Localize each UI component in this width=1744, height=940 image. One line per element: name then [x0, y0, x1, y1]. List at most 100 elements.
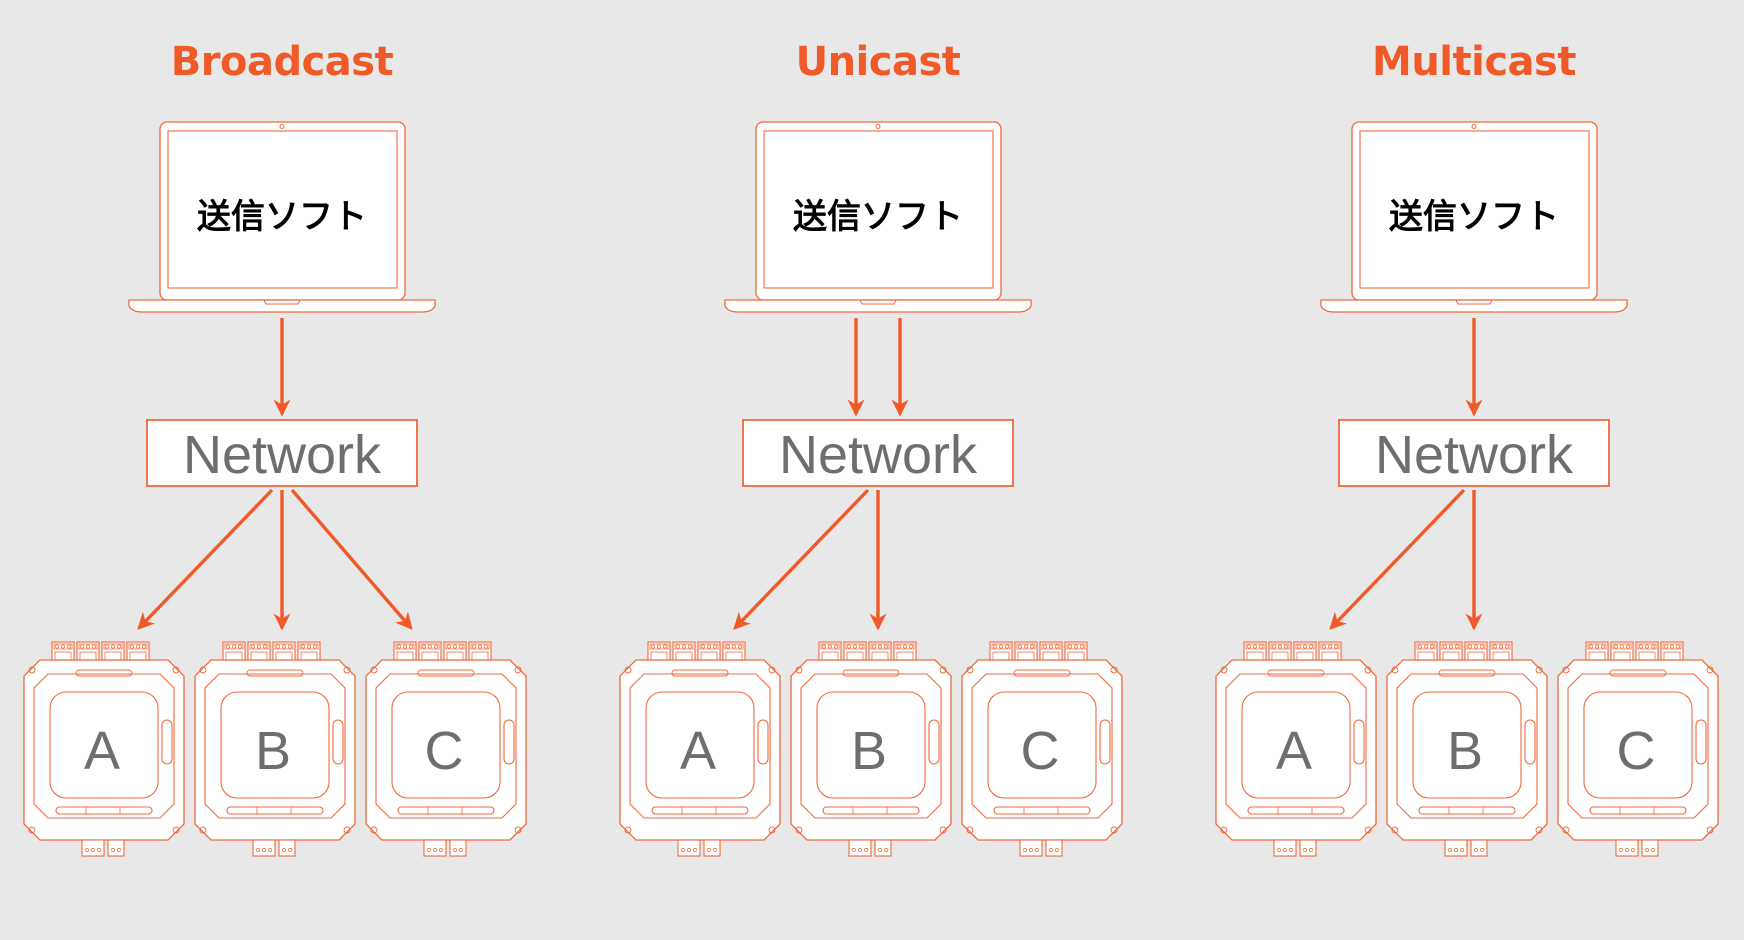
terminal-screw: [1272, 644, 1276, 649]
connector-pin: [693, 848, 697, 852]
connector-pin: [453, 848, 457, 852]
arrow-icon: [1329, 488, 1466, 630]
mounting-hole: [1220, 666, 1228, 674]
terminal-screw: [263, 644, 267, 649]
device-label-c: C: [1617, 721, 1656, 781]
connector-pin: [1283, 848, 1287, 852]
connector-pin: [1619, 848, 1623, 852]
terminal-screw: [713, 644, 717, 649]
connector-pin: [852, 848, 856, 852]
mounting-hole: [1706, 826, 1714, 834]
device-label-b: B: [255, 721, 291, 781]
device-side-button: [757, 719, 769, 765]
connector-pin: [884, 848, 888, 852]
terminal-screw: [834, 644, 838, 649]
terminal-screw: [1474, 644, 1478, 649]
connector-pin: [1049, 848, 1053, 852]
network-box: [1338, 419, 1610, 487]
device-bezel: [800, 673, 942, 819]
mounting-hole: [514, 826, 522, 834]
terminal-screw: [1499, 644, 1503, 649]
mounting-hole: [1562, 666, 1570, 674]
device-bezel: [971, 673, 1113, 819]
device-display: [1241, 691, 1351, 799]
device-led-strip: [651, 806, 749, 815]
terminal-screws: [674, 643, 694, 650]
terminal-screw: [282, 644, 286, 649]
terminal-screw: [61, 644, 65, 649]
mounting-hole: [966, 826, 974, 834]
controller-device-icon: C: [365, 641, 527, 857]
laptop-screen: [167, 130, 398, 289]
terminal-screw: [663, 644, 667, 649]
terminal-screw: [897, 644, 901, 649]
mounting-hole: [1391, 666, 1399, 674]
terminal-screw: [726, 644, 730, 649]
terminal-screw: [422, 644, 426, 649]
terminal-screws: [699, 643, 719, 650]
mounting-hole: [1220, 826, 1228, 834]
panel-title: Unicast: [796, 39, 961, 85]
terminal-screws: [224, 643, 244, 650]
terminal-screw: [1645, 644, 1649, 649]
device-led-strip: [55, 806, 153, 815]
connector-pin: [681, 848, 685, 852]
connector-pin: [864, 848, 868, 852]
terminal-screw: [1449, 644, 1453, 649]
terminal-screw: [1430, 644, 1434, 649]
connector-pin: [1029, 848, 1033, 852]
terminal-screw: [80, 644, 84, 649]
bottom-connector: [449, 839, 467, 857]
mounting-hole: [795, 826, 803, 834]
terminal-screws: [870, 643, 890, 650]
laptop-base: [128, 299, 436, 313]
connector-pin: [1460, 848, 1464, 852]
terminal-screw: [472, 644, 476, 649]
terminal-screw: [1303, 644, 1307, 649]
bottom-connector: [423, 839, 447, 857]
terminal-screw: [55, 644, 59, 649]
mounting-hole: [768, 666, 776, 674]
terminal-screw: [478, 644, 482, 649]
mounting-hole: [343, 826, 351, 834]
device-display: [987, 691, 1097, 799]
laptop-screen: [763, 130, 994, 289]
terminal-screw: [1005, 644, 1009, 649]
terminal-screw: [682, 644, 686, 649]
terminal-screws: [395, 643, 415, 650]
connector-pin: [1289, 848, 1293, 852]
device-display: [220, 691, 330, 799]
terminal-screws: [445, 643, 465, 650]
mounting-hole: [1364, 666, 1372, 674]
terminal-screw: [701, 644, 705, 649]
connector-pin: [256, 848, 260, 852]
terminal-screw: [1309, 644, 1313, 649]
device-label-a: A: [84, 721, 120, 781]
connector-pin: [439, 848, 443, 852]
terminal-screw: [453, 644, 457, 649]
device-led-strip: [993, 806, 1091, 815]
terminal-screw: [993, 644, 997, 649]
terminal-screw: [130, 644, 134, 649]
mounting-hole: [1535, 826, 1543, 834]
terminal-screw: [111, 644, 115, 649]
device-bezel: [375, 673, 517, 819]
device-label-c: C: [425, 721, 464, 781]
terminal-screw: [1664, 644, 1668, 649]
terminal-screws: [78, 643, 98, 650]
terminal-screw: [1589, 644, 1593, 649]
terminal-screw: [403, 644, 407, 649]
terminal-screws: [724, 643, 744, 650]
mounting-hole: [514, 666, 522, 674]
connector-pin: [1448, 848, 1452, 852]
terminal-screws: [249, 643, 269, 650]
terminal-screws: [1441, 643, 1461, 650]
connector-pin: [1303, 848, 1307, 852]
terminal-screws: [991, 643, 1011, 650]
network-label: Network: [183, 425, 382, 485]
terminal-screws: [1466, 643, 1486, 650]
arrow-icon: [137, 488, 274, 630]
panel-title: Broadcast: [171, 39, 394, 85]
